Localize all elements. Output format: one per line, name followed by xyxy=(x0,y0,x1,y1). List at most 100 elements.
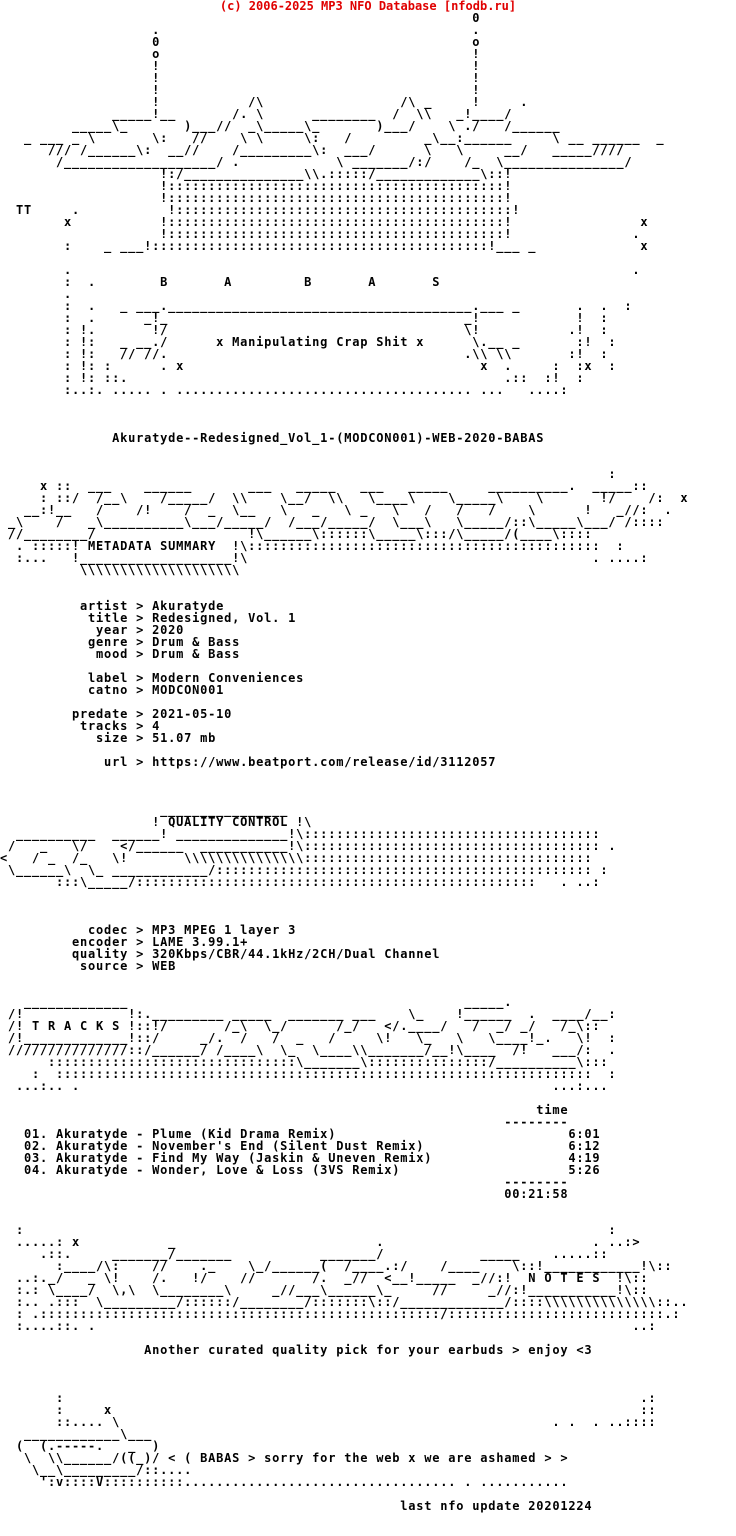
nfo-line: . . xyxy=(0,23,481,37)
nfo-line: encoder > LAME 3.99.1+ xyxy=(0,935,249,949)
nfo-line: 0 xyxy=(0,11,481,25)
nfo-line: .::. _______/_______ _______/ _____ ....… xyxy=(0,1247,609,1261)
nfo-line: _\ / _\__________\___/_____/ /___/_____/… xyxy=(0,515,665,529)
nfo-line: predate > 2021-05-10 xyxy=(0,707,233,721)
nfo-line xyxy=(0,1356,688,1368)
nfo-line: ::.... \ . . . ..:::: xyxy=(0,1415,657,1429)
nfo-line: /! T R A C K S !::!/ /_\ \_/ /_/ </.____… xyxy=(0,1019,601,1033)
nfo-line: : !: // //. .\\ \\ :! : xyxy=(0,347,609,361)
nfo-line xyxy=(0,972,688,984)
nfo-line: :::\_____/::::::::::::::::::::::::::::::… xyxy=(0,875,601,889)
nfo-line: _____\_ )___// _\_____\_ )___/ \ ./ /___… xyxy=(0,119,561,133)
nfo-line: !:::::::::::::::::::::::::::::::::::::::… xyxy=(0,191,513,205)
nfo-line: : xyxy=(0,467,617,481)
nfo-line: \______\ \_ ____________/:::::::::::::::… xyxy=(0,863,609,877)
nfo-line: last nfo update 20201224 xyxy=(0,1499,593,1513)
nfo-line: : . B A B A S xyxy=(0,275,441,289)
nfo-line: . . xyxy=(0,263,641,277)
nfo-line: : x :: xyxy=(0,1403,657,1417)
nfo-line: : . _!_ _! ! : xyxy=(0,311,609,325)
nfo-line: codec > MP3 MPEG 1 layer 3 xyxy=(0,923,297,937)
nfo-line: \ \\______/((_)/ < ( BABAS > sorry for t… xyxy=(0,1451,569,1465)
nfo-line: year > 2020 xyxy=(0,623,185,637)
nfo-line: / _ \/ </______ ___________!\:::::::::::… xyxy=(0,839,617,853)
nfo-line: :.. .::: \_________/::::::/________/::::… xyxy=(0,1295,689,1309)
nfo-line: < / _ /_ \! \\\\\\\\\\\\\\\:::::::::::::… xyxy=(0,851,593,865)
nfo-line: title > Redesigned, Vol. 1 xyxy=(0,611,297,625)
nfo-line: label > Modern Conveniences xyxy=(0,671,305,685)
nfo-line: /! !:._________ _____ _______ ___ \_ !__… xyxy=(0,1007,617,1021)
nfo-line: tracks > 4 xyxy=(0,719,161,733)
nfo-line: Akuratyde--Redesigned_Vol_1-(MODCON001)-… xyxy=(0,431,545,445)
nfo-line: Another curated quality pick for your ea… xyxy=(0,1343,593,1357)
nfo-line: 0 o xyxy=(0,35,481,49)
nfo-line: -------- xyxy=(0,1175,569,1189)
nfo-line xyxy=(0,888,688,900)
nfo-line[interactable]: url > https://www.beatport.com/release/i… xyxy=(0,755,497,769)
nfo-line xyxy=(0,768,688,780)
nfo-line: ! /\ /\ _ ! . xyxy=(0,95,529,109)
nfo-line: time xyxy=(0,1103,569,1117)
nfo-line: :____/\: // ._ \_/______( /____.:/ /____… xyxy=(0,1259,673,1273)
nfo-line: : ::::::::::::::::::::::::::::::::::::::… xyxy=(0,1067,617,1081)
nfo-line: : !. !/ \! .! : xyxy=(0,323,609,337)
nfo-line: ! ! xyxy=(0,59,481,73)
nfo-line: /___________________/ . \ _______/:/ /_ … xyxy=(0,155,633,169)
nfo-line: : : xyxy=(0,1223,617,1237)
nfo-line: 04. Akuratyde - Wonder, Love & Loss (3VS… xyxy=(0,1163,601,1177)
nfo-line: !:/_______________\\.:::::/_____________… xyxy=(0,167,513,181)
nfo-line: __:!__ / /! / _ \__ \ _ \ _ \ / / / \ ! … xyxy=(0,503,673,517)
nfo-line: ! QUALITY CONTROL !\ xyxy=(0,815,313,829)
nfo-line: : !: _ __./ x Manipulating Crap Shit x \… xyxy=(0,335,617,349)
nfo-line: :.: \____/ \,\ \________\ _//___\______\… xyxy=(0,1283,649,1297)
nfo-line: _ ___ _ \ \: // \ \ \: / _\__:______ \ _… xyxy=(0,131,665,145)
nfo-line: catno > MODCON001 xyxy=(0,683,225,697)
nfo-line: /// /______\: __// /_________\: ___/ \ \… xyxy=(0,143,625,157)
nfo-line: /!_____________!::/ _/. / / _ / \! \_ \ … xyxy=(0,1031,617,1045)
nfo-line: \__\_________/::.... xyxy=(0,1463,193,1477)
nfo-line: -------- xyxy=(0,1115,569,1129)
nfo-line: :....::. . ..: xyxy=(0,1319,657,1333)
nfo-line xyxy=(0,1200,688,1212)
nfo-line: ________________ xyxy=(0,803,289,817)
nfo-line xyxy=(0,444,688,456)
nfo-line: ...:.. . ...:... xyxy=(0,1079,609,1093)
nfo-line: __________ ______! ______________!\:::::… xyxy=(0,827,601,841)
nfo-line xyxy=(0,1368,688,1380)
nfo-line: ! ! xyxy=(0,71,481,85)
nfo-line: ____________\___ xyxy=(0,1427,153,1441)
nfo-line: _____________ _____. xyxy=(0,995,513,1009)
nfo-line: . :::::! METADATA SUMMARY !\::::::::::::… xyxy=(0,539,625,553)
nfo-line xyxy=(0,780,688,792)
nfo-line: 00:21:58 xyxy=(0,1187,569,1201)
nfo-line: o ! xyxy=(0,47,481,61)
nfo-line xyxy=(0,396,688,408)
nfo-line: : ::/ /__\ /_____/ \\ \__/ \\ \____\ \__… xyxy=(0,491,689,505)
nfo-line: x :: ___ ______ ___ _____ ___ _____ ____… xyxy=(0,479,649,493)
nfo-line: : .: xyxy=(0,1391,657,1405)
nfo-line: .....: x _ . . ..:> xyxy=(0,1235,641,1249)
nfo-line: ( (.-----. _ ) xyxy=(0,1439,161,1453)
nfo-line: :... !___________________!\ . ....: xyxy=(0,551,649,565)
nfo-line: :..:. ..... . ..........................… xyxy=(0,383,569,397)
nfo-line: ! ! xyxy=(0,83,481,97)
nfo-line: : !: : . x x . : :x : xyxy=(0,359,617,373)
nfo-line: x !:::::::::::::::::::::::::::::::::::::… xyxy=(0,215,649,229)
nfo-line: 01. Akuratyde - Plume (Kid Drama Remix) … xyxy=(0,1127,601,1141)
nfo-line: mood > Drum & Bass xyxy=(0,647,241,661)
nfo-line: :::::::::::::::::::::::::::::::\_______\… xyxy=(0,1055,609,1069)
nfo-line: 02. Akuratyde - November's End (Silent D… xyxy=(0,1139,601,1153)
nfo-line: 03. Akuratyde - Find My Way (Jaskin & Un… xyxy=(0,1151,601,1165)
nfo-line xyxy=(0,900,688,912)
nfo-line: //________/ !\______\::::::\_____\:::/\_… xyxy=(0,527,593,541)
nfo-line: !:::::::::::::::::::::::::::::::::::::::… xyxy=(0,179,513,193)
nfo-line: TT . !::::::::::::::::::::::::::::::::::… xyxy=(0,203,521,217)
nfo-line: ':v::::V::::::::::......................… xyxy=(0,1475,569,1489)
nfo-line: : _ ___!::::::::::::::::::::::::::::::::… xyxy=(0,239,649,253)
nfo-line: quality > 320Kbps/CBR/44.1kHz/2CH/Dual C… xyxy=(0,947,441,961)
nfo-line xyxy=(0,408,688,420)
nfo-line: ///////////////::/______/ /____\ \_ \___… xyxy=(0,1043,617,1057)
nfo-line: _____!__ /. \ ________ / \\ _!____/ xyxy=(0,107,513,121)
copyright-header: (c) 2006-2025 MP3 NFO Database [nfodb.ru… xyxy=(219,0,517,13)
nfo-line: artist > Akuratyde xyxy=(0,599,225,613)
